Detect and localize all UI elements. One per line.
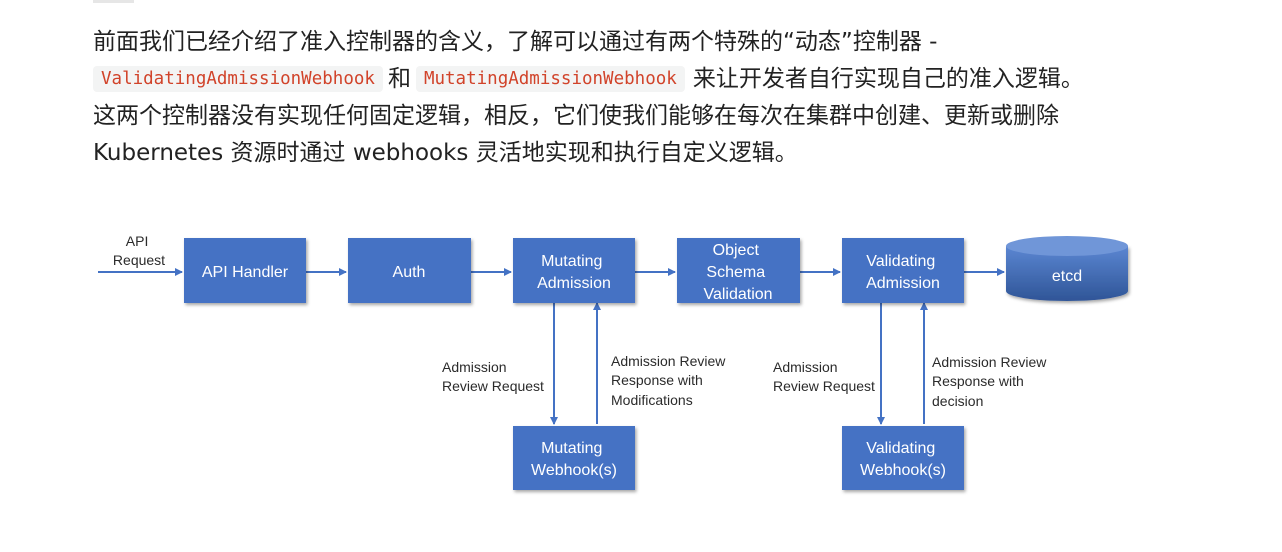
svg-text:Mutating Webhook(s): Mutating Webhook(s) [531,440,617,479]
api-handler-box: API Handler [184,238,306,303]
validating-admission-box-line-1: Validating [866,253,935,270]
paragraph-line-4: Kubernetes 资源时通过 webhooks 灵活地实现和执行自定义逻辑。 [93,140,798,166]
validating-response-label: Admission Review Response with decision [932,354,1050,409]
validating-request-label-line-1: Admission [773,359,838,375]
validating-response-label-line-1: Admission Review [932,354,1047,370]
paragraph-line-3: 这两个控制器没有实现任何固定逻辑，相反，它们使我们能够在每次在集群中创建、更新或… [93,103,1059,129]
validating-admission-box-line-2: Admission [866,275,940,292]
intro-paragraph: 前面我们已经介绍了准入控制器的含义，了解可以通过有两个特殊的“动态”控制器 - … [93,24,1203,172]
mutating-admission-box: Mutating Admission [513,238,635,303]
schema-box-line-1: Object [713,242,760,259]
mutating-request-label-line-2: Review Request [442,378,544,394]
mutating-webhooks-box-line-2: Webhook(s) [531,462,617,479]
inline-code-validating-webhook: ValidatingAdmissionWebhook [93,66,383,92]
validating-webhooks-box: Validating Webhook(s) [842,426,964,490]
etcd-label: etcd [1052,268,1082,285]
mutating-request-label-line-1: Admission [442,359,507,375]
api-request-label: API Request [113,233,165,268]
validating-webhooks-box-line-2: Webhook(s) [860,462,946,479]
api-handler-box-label: API Handler [202,264,289,281]
mutating-request-label: Admission Review Request [442,359,544,394]
api-request-label-line-2: Request [113,252,165,268]
api-request-label-line-1: API [126,233,149,249]
etcd-cylinder: etcd [1006,236,1128,301]
paragraph-line-2-tail: 来让开发者自行实现自己的准入逻辑。 [692,66,1084,92]
and-word: 和 [387,66,411,92]
schema-box-line-2: Schema [706,264,765,281]
validating-request-label-line-2: Review Request [773,378,875,394]
mutating-response-label-line-2: Response with [611,372,703,388]
auth-box-label: Auth [393,264,426,281]
top-divider-mark [93,0,134,3]
schema-box-line-3: Validation [703,286,772,303]
svg-text:etcd: etcd [1052,268,1082,285]
mutating-response-label: Admission Review Response with Modificat… [611,353,729,408]
svg-text:Mutating Admission: Mutating Admission [537,253,611,292]
svg-text:API Handler: API Handler [202,264,289,281]
mutating-webhooks-box-line-1: Mutating [541,440,602,457]
auth-box: Auth [348,238,471,303]
mutating-response-label-line-1: Admission Review [611,353,726,369]
inline-code-mutating-webhook: MutatingAdmissionWebhook [415,66,685,92]
object-schema-validation-box: Object Schema Validation [677,238,800,303]
validating-response-label-line-2: Response with [932,373,1024,389]
mutating-webhooks-box: Mutating Webhook(s) [513,426,635,490]
validating-admission-box: Validating Admission [842,238,964,303]
svg-text:Validating Admission: Validating Admission [866,253,940,292]
paragraph-line-1: 前面我们已经介绍了准入控制器的含义，了解可以通过有两个特殊的“动态”控制器 - [93,29,938,55]
svg-text:Object Schema Vali: Object Schema Validation [703,242,772,303]
validating-webhooks-box-line-1: Validating [866,440,935,457]
validating-request-label: Admission Review Request [773,359,875,394]
mutating-admission-box-line-1: Mutating [541,253,602,270]
svg-text:Validating Webhook(s): Validating Webhook(s) [860,440,946,479]
mutating-response-label-line-3: Modifications [611,392,693,408]
svg-text:Auth: Auth [393,264,426,281]
validating-response-label-line-3: decision [932,393,983,409]
mutating-admission-box-line-2: Admission [537,275,611,292]
